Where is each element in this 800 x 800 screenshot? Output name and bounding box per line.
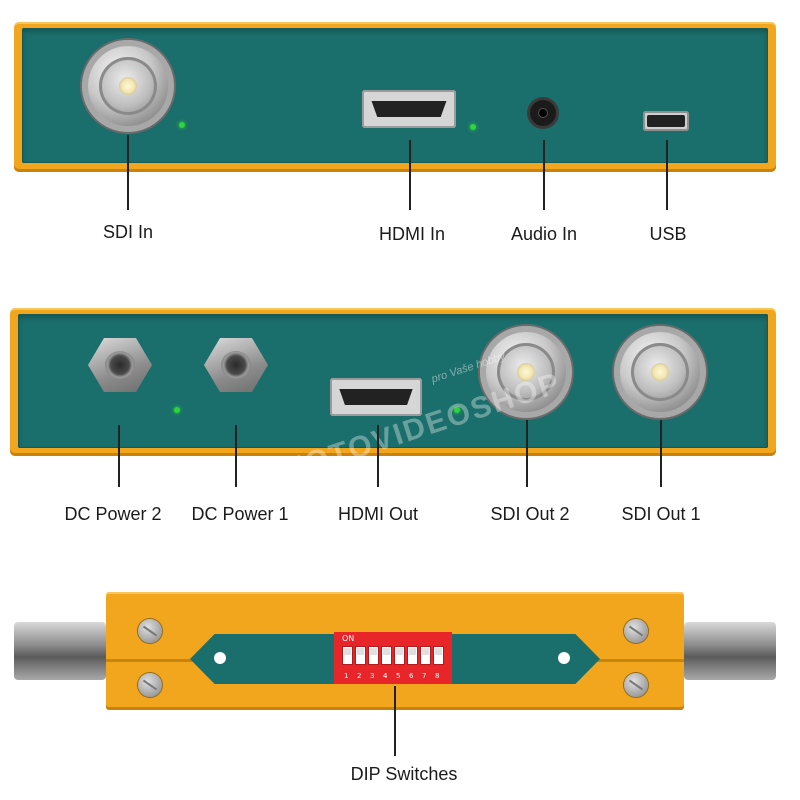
dip-number: 6	[409, 672, 414, 680]
dip-number: 8	[435, 672, 440, 680]
sdi-in-leader	[127, 135, 129, 210]
audio-in-jack	[530, 100, 556, 126]
left-mount-hole	[214, 652, 226, 664]
dip-switch-5[interactable]	[394, 646, 405, 665]
dip-number: 1	[344, 672, 349, 680]
dip-number: 5	[396, 672, 401, 680]
dip-switch-6[interactable]	[407, 646, 418, 665]
dip-switches-label: DIP Switches	[350, 764, 458, 784]
dc-power-1-label: DC Power 1	[191, 504, 289, 524]
hdmi-out-led	[454, 407, 460, 413]
dc-power-1-leader	[235, 425, 237, 487]
left-side-bnc	[14, 622, 106, 680]
dip-switch-8[interactable]	[433, 646, 444, 665]
hdmi-out-leader	[377, 425, 379, 487]
sdi-in-led	[179, 122, 185, 128]
dip-number: 4	[383, 672, 388, 680]
dip-number: 7	[422, 672, 427, 680]
screw-top-right	[624, 619, 648, 643]
screw-top-left	[138, 619, 162, 643]
dip-switch-4[interactable]	[381, 646, 392, 665]
sdi-in-label: SDI In	[102, 222, 154, 242]
hdmi-out-label: HDMI Out	[337, 504, 419, 524]
hdmi-in-port	[362, 90, 456, 128]
dip-switch-7[interactable]	[420, 646, 431, 665]
audio-in-leader	[543, 140, 545, 210]
usb-leader	[666, 140, 668, 210]
usb-port	[643, 111, 689, 131]
sdi-in-connector	[82, 40, 174, 132]
dc-power-2-label: DC Power 2	[64, 504, 162, 524]
sdi-out-1-connector	[614, 326, 706, 418]
dc-power-2-leader	[118, 425, 120, 487]
right-side-bnc	[684, 622, 776, 680]
dip-switch-3[interactable]	[368, 646, 379, 665]
usb-label: USB	[649, 224, 687, 244]
dip-on-label: ON	[342, 634, 355, 643]
sdi-out-1-label: SDI Out 1	[621, 504, 701, 524]
dip-number: 2	[357, 672, 362, 680]
dip-number: 3	[370, 672, 375, 680]
sdi-out-2-label: SDI Out 2	[490, 504, 570, 524]
dip-switch-2[interactable]	[355, 646, 366, 665]
dip-switch-1[interactable]	[342, 646, 353, 665]
screw-bottom-left	[138, 673, 162, 697]
sdi-out-1-leader	[660, 420, 662, 487]
dip-switches-leader	[394, 686, 396, 756]
sdi-out-2-leader	[526, 420, 528, 487]
dc-power-led	[174, 407, 180, 413]
hdmi-in-led	[470, 124, 476, 130]
hdmi-out-port	[330, 378, 422, 416]
screw-bottom-right	[624, 673, 648, 697]
audio-in-label: Audio In	[510, 224, 578, 244]
hdmi-in-label: HDMI In	[378, 224, 446, 244]
right-mount-hole	[558, 652, 570, 664]
sdi-out-2-connector	[480, 326, 572, 418]
hdmi-in-leader	[409, 140, 411, 210]
dip-switch-block: ON 1 2 3 4 5 6 7 8	[334, 632, 452, 684]
